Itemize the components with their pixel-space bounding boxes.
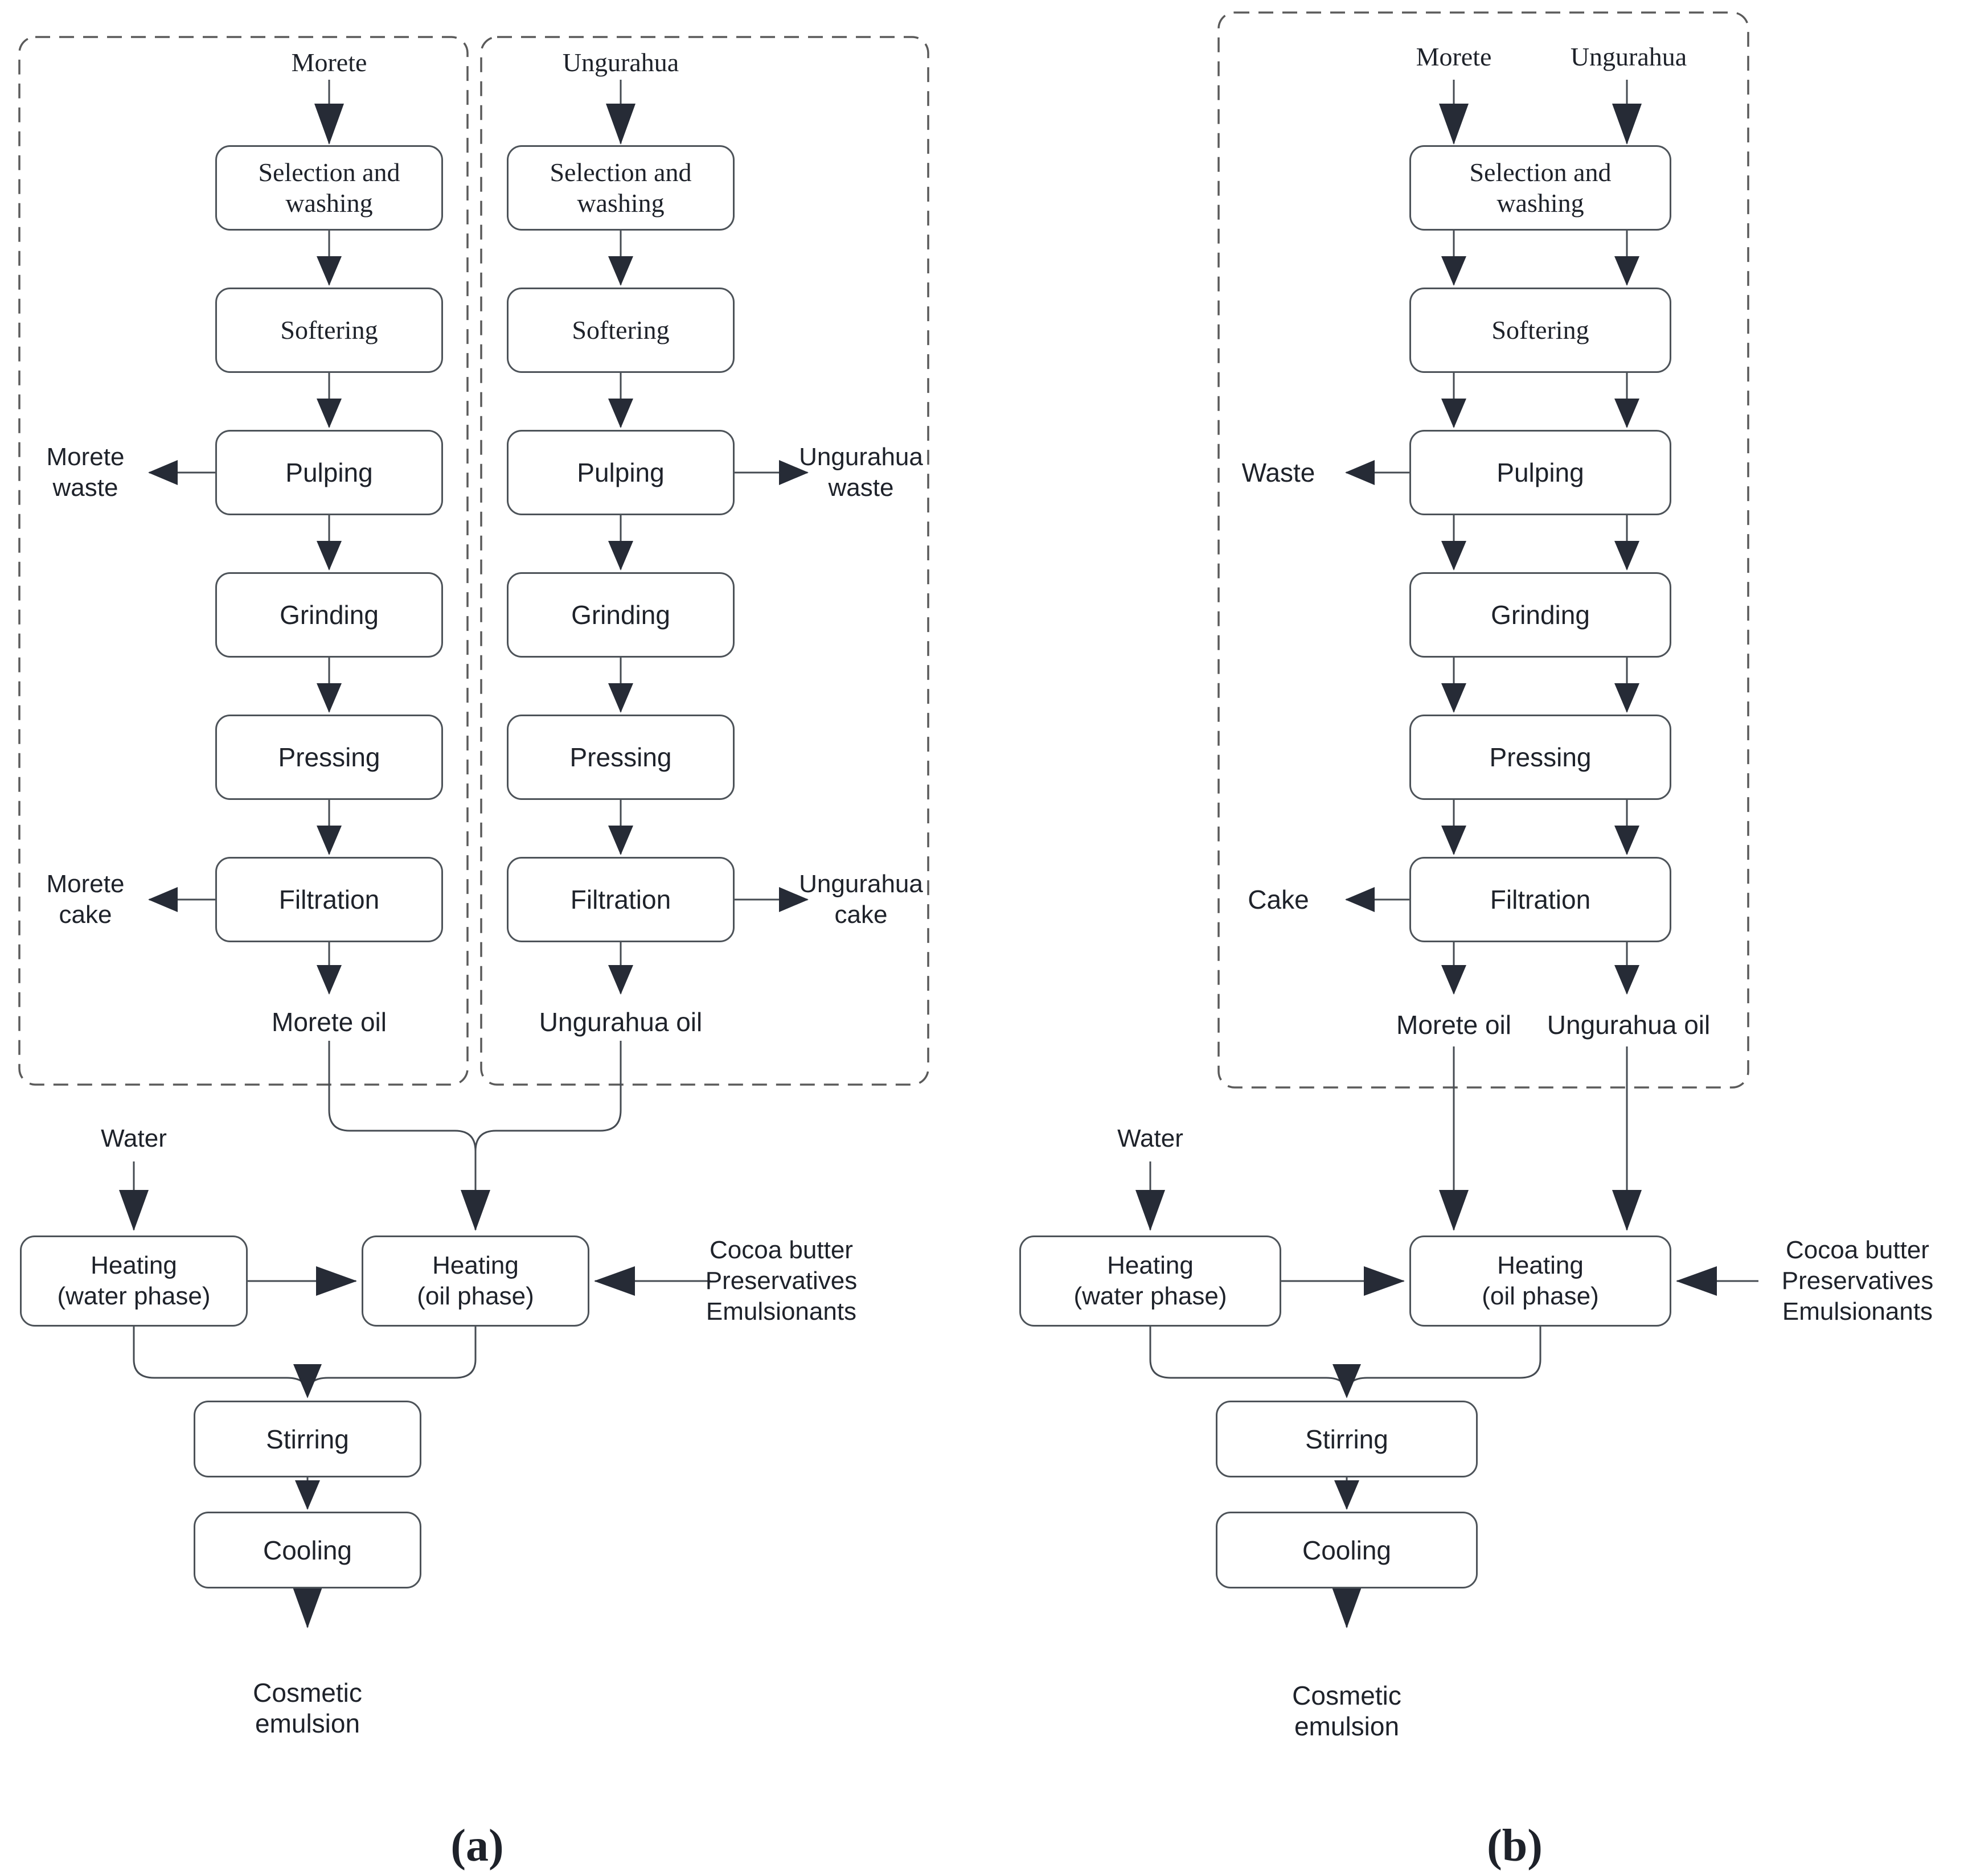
label-ungurahua-cake: Ungurahua cake [799,870,923,929]
heating-water-phase-box-a: Heating (water phase) [20,1235,248,1327]
process-box-softering-b: Softering [1409,288,1671,373]
process-box-filtration-a-morete: Filtration [215,857,443,942]
panel-b-caption: (b) [1487,1821,1543,1871]
process-box-pressing-b: Pressing [1409,715,1671,800]
heating-water-phase-box-b: Heating (water phase) [1019,1235,1281,1327]
label-additives-a: Cocoa butter Preservatives Emulsionants [705,1236,858,1325]
panel-a-ungurahua-frame [480,36,929,1086]
label-additives-b: Cocoa butter Preservatives Emulsionants [1781,1236,1934,1325]
stirring-box-b: Stirring [1216,1401,1478,1477]
process-box-selection-washing-a-ungurahua: Selection and washing [507,145,735,231]
stirring-box-a: Stirring [194,1401,421,1477]
panel-a-caption: (a) [450,1821,504,1871]
label-morete-waste: Morete waste [46,443,125,502]
process-box-filtration-a-ungurahua: Filtration [507,857,735,942]
label-waste-b: Waste [1241,458,1315,487]
process-box-pulping-b: Pulping [1409,430,1671,515]
heating-oil-phase-box-a: Heating (oil phase) [362,1235,589,1327]
heating-oil-phase-box-b: Heating (oil phase) [1409,1235,1671,1327]
process-box-pulping-a-ungurahua: Pulping [507,430,735,515]
label-morete-oil-b: Morete oil [1396,1010,1511,1040]
process-box-filtration-b: Filtration [1409,857,1671,942]
cooling-box-a: Cooling [194,1512,421,1588]
label-cake-b: Cake [1248,885,1309,914]
panel-b-connectors [1135,80,1758,1628]
label-cosmetic-emulsion-a: Cosmetic emulsion [253,1678,362,1738]
panel-b-ungurahua-header: Ungurahua [1570,42,1687,71]
panel-a-ungurahua-header: Ungurahua [562,48,679,77]
label-ungurahua-oil-a: Ungurahua oil [539,1007,703,1037]
process-box-softering-a-morete: Softering [215,288,443,373]
process-box-softering-a-ungurahua: Softering [507,288,735,373]
panel-a-morete-header: Morete [291,48,367,77]
process-box-grinding-b: Grinding [1409,572,1671,658]
panel-b-frame [1217,11,1749,1089]
process-box-pressing-a-morete: Pressing [215,715,443,800]
panel-b-morete-header: Morete [1416,42,1492,71]
process-box-grinding-a-morete: Grinding [215,572,443,658]
label-water-b: Water [1117,1124,1183,1152]
process-box-selection-washing-b: Selection and washing [1409,145,1671,231]
label-ungurahua-waste: Ungurahua waste [799,443,923,502]
cooling-box-b: Cooling [1216,1512,1478,1588]
process-box-pressing-a-ungurahua: Pressing [507,715,735,800]
label-cosmetic-emulsion-b: Cosmetic emulsion [1292,1681,1401,1741]
dashed-frames [18,11,1749,1089]
process-box-pulping-a-morete: Pulping [215,430,443,515]
label-water-a: Water [101,1124,167,1152]
label-ungurahua-oil-b: Ungurahua oil [1547,1010,1711,1040]
label-morete-oil-a: Morete oil [272,1007,387,1037]
label-morete-cake: Morete cake [46,870,125,929]
process-box-selection-washing-a-morete: Selection and washing [215,145,443,231]
process-box-grinding-a-ungurahua: Grinding [507,572,735,658]
panel-a-connectors [119,80,809,1628]
